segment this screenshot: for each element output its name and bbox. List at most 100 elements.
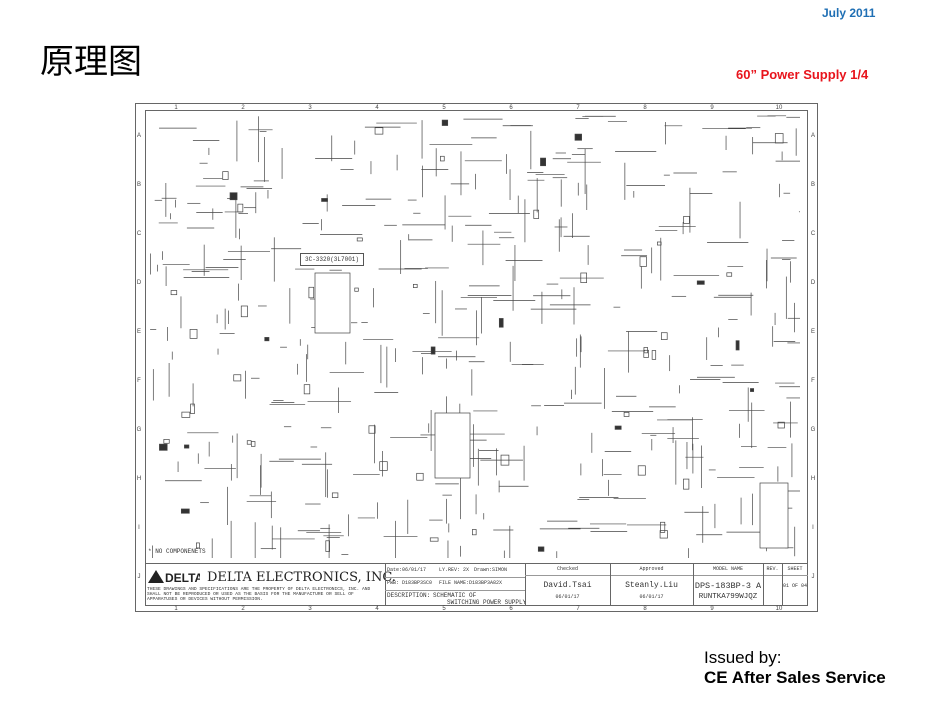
- component: [429, 537, 439, 542]
- column-label: 4: [375, 606, 379, 612]
- component: [190, 403, 195, 414]
- file-name-field: FILE NAME:D183BP3A82X: [439, 580, 503, 586]
- component: [222, 171, 229, 180]
- component: [533, 209, 540, 219]
- row-label: I: [812, 525, 814, 531]
- model-name: DPS-183BP-3 A: [694, 581, 762, 591]
- approved-name: Steanly.Liu: [625, 581, 678, 590]
- column-label: 7: [576, 606, 580, 612]
- column-label: 3: [308, 105, 312, 111]
- component: [233, 374, 242, 382]
- component: [472, 529, 477, 536]
- column-label: 7: [576, 105, 580, 111]
- column-label: 8: [643, 606, 647, 612]
- drawn-field: Drawn:SIMON: [474, 567, 508, 573]
- component: [184, 444, 190, 449]
- component: [651, 350, 657, 360]
- part-label: 3C-3320(3L7001): [300, 253, 365, 266]
- column-label: 9: [710, 105, 714, 111]
- model-label: MODEL NAME: [712, 566, 743, 572]
- row-label: D: [137, 280, 142, 286]
- component: [683, 478, 690, 490]
- component: [374, 127, 384, 135]
- row-label: E: [811, 329, 815, 335]
- ic-chip: [759, 482, 789, 549]
- row-label: C: [137, 231, 142, 237]
- component: [540, 157, 546, 167]
- rev-label: REV.: [766, 566, 779, 572]
- component: [440, 155, 445, 162]
- row-label: A: [811, 133, 815, 139]
- sheet-label: SHEET: [787, 566, 803, 572]
- column-label: 6: [509, 105, 513, 111]
- sheet-value: 01 OF 04: [782, 583, 807, 589]
- disclaimer: THESE DRAWINGS AND SPECIFICATIONS ARE TH…: [147, 587, 371, 602]
- ic-chip: [314, 272, 351, 334]
- issued-by-label: Issued by:: [704, 648, 782, 667]
- component: [777, 421, 785, 429]
- component: [303, 384, 311, 395]
- column-label: 5: [442, 606, 446, 612]
- model-code: RUNTKA799WJQZ: [698, 593, 758, 601]
- component: [657, 241, 662, 246]
- component: [413, 283, 418, 288]
- no-components-note: * NO COMPONENETS: [148, 548, 206, 555]
- component: [237, 203, 244, 213]
- date-label: July 2011: [822, 6, 876, 20]
- column-label: 4: [375, 105, 379, 111]
- component: [246, 440, 252, 445]
- row-label: F: [137, 378, 141, 384]
- component: [379, 461, 388, 471]
- date-field: Date:06/01/17: [387, 567, 427, 573]
- column-label: 9: [710, 606, 714, 612]
- row-label: G: [811, 427, 816, 433]
- component: [637, 465, 646, 476]
- column-label: 3: [308, 606, 312, 612]
- component: [537, 546, 545, 552]
- approved-date: 06/01/17: [639, 594, 664, 600]
- column-label: 1: [174, 606, 178, 612]
- checked-date: 06/01/17: [555, 594, 580, 600]
- ly-rev-field: LY.REV: 2X: [439, 567, 470, 573]
- row-label: B: [811, 182, 815, 188]
- component: [580, 272, 587, 283]
- component: [321, 198, 328, 202]
- component: [308, 286, 315, 299]
- row-label: C: [811, 231, 816, 237]
- row-label: I: [138, 525, 140, 531]
- column-label: 6: [509, 606, 513, 612]
- component: [180, 508, 190, 514]
- row-label: F: [811, 378, 815, 384]
- approved-label: Approved: [639, 566, 664, 572]
- title-block: DELTA DELTA ELECTRONICS, INC. THESE DRAW…: [145, 563, 808, 606]
- page-title: 原理图: [40, 42, 142, 82]
- component: [416, 472, 424, 481]
- component: [170, 290, 178, 296]
- component: [735, 340, 740, 351]
- component: [441, 119, 449, 126]
- component: [354, 287, 359, 292]
- svg-text:DELTA: DELTA: [165, 571, 200, 584]
- column-label: 10: [776, 606, 783, 612]
- component: [774, 133, 784, 144]
- component: [368, 425, 376, 434]
- company-name: DELTA ELECTRONICS, INC.: [207, 570, 396, 585]
- page-subtitle: 60” Power Supply 1/4: [736, 67, 869, 82]
- pwb-field: PWB: D183BP3SC0: [387, 580, 433, 586]
- row-label: D: [811, 280, 816, 286]
- delta-logo: DELTA: [148, 569, 204, 585]
- column-label: 2: [241, 606, 245, 612]
- component: [614, 425, 622, 430]
- component: [159, 443, 168, 451]
- component: [574, 133, 582, 141]
- component: [659, 530, 668, 539]
- column-label: 1: [174, 105, 178, 111]
- row-label: B: [137, 182, 141, 188]
- column-label: 10: [776, 105, 783, 111]
- column-label: 8: [643, 105, 647, 111]
- row-label: J: [138, 574, 141, 580]
- component: [430, 346, 436, 355]
- checked-name: David.Tsai: [543, 581, 592, 590]
